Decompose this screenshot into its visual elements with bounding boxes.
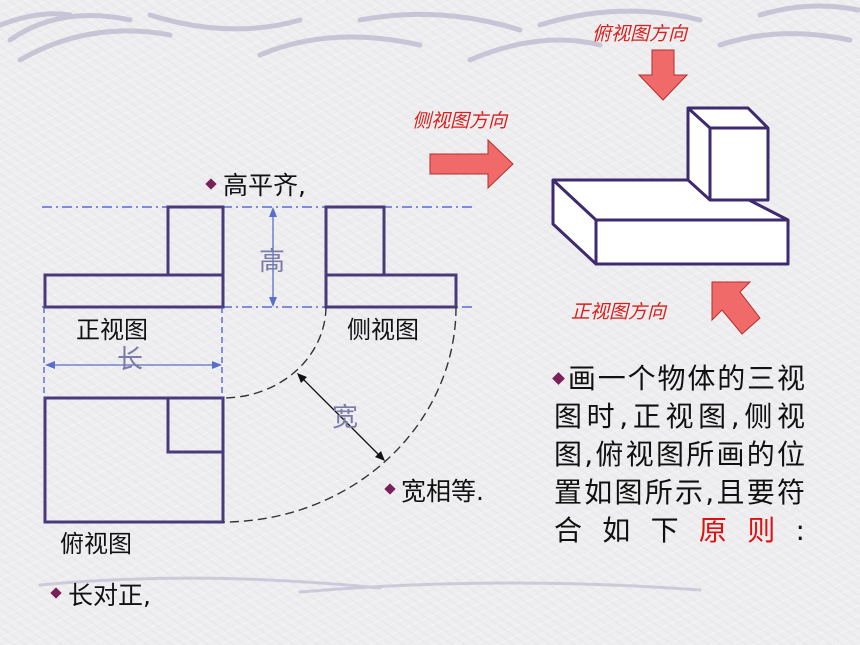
width-arc-outer [222, 306, 457, 523]
top-view-label: 俯视图 [60, 530, 132, 558]
description-paragraph: 画一个物体的三视图时,正视图,侧视图,俯视图所画的位置如图所示,且要符合如下原则… [552, 360, 806, 550]
width-dim-label: 宽 [332, 403, 358, 433]
bullet-icon [552, 372, 565, 385]
bullet-icon [384, 483, 396, 495]
bullet-icon [50, 587, 62, 599]
height-dimension [269, 207, 277, 307]
top-direction-label: 俯视图方向 [592, 23, 689, 45]
rule-height-label: 高平齐, [223, 171, 306, 200]
isometric-object [551, 106, 790, 266]
front-view-label: 正视图 [76, 316, 148, 344]
description-tail: : [795, 514, 806, 547]
rule-length-label: 长对正, [68, 581, 151, 610]
rule-width-label: 宽相等. [401, 477, 484, 506]
side-view-label: 侧视图 [347, 316, 419, 344]
front-view-shape [43, 205, 225, 309]
height-dim-label: 高 [259, 247, 285, 277]
length-dim-label: 长 [117, 345, 143, 375]
top-direction-arrow-icon [637, 49, 689, 101]
length-dimension [45, 361, 222, 369]
decorative-bottom-band [38, 576, 702, 594]
front-direction-arrow-icon [711, 281, 761, 335]
width-dimension [297, 373, 385, 461]
description-text: 画一个物体的三视图时,正视图,侧视图,俯视图所画的位置如图所示,且要符合如下 [554, 362, 806, 547]
top-view-shape [43, 396, 225, 524]
description-highlight: 原则 [698, 514, 796, 547]
side-view-shape [324, 205, 458, 309]
front-direction-label: 正视图方向 [571, 301, 668, 323]
side-direction-arrow-icon [429, 138, 514, 190]
width-arc-inner [222, 306, 327, 399]
decorative-scribble-band [0, 3, 860, 63]
side-direction-label: 侧视图方向 [412, 110, 509, 132]
bullet-icon [205, 178, 217, 190]
